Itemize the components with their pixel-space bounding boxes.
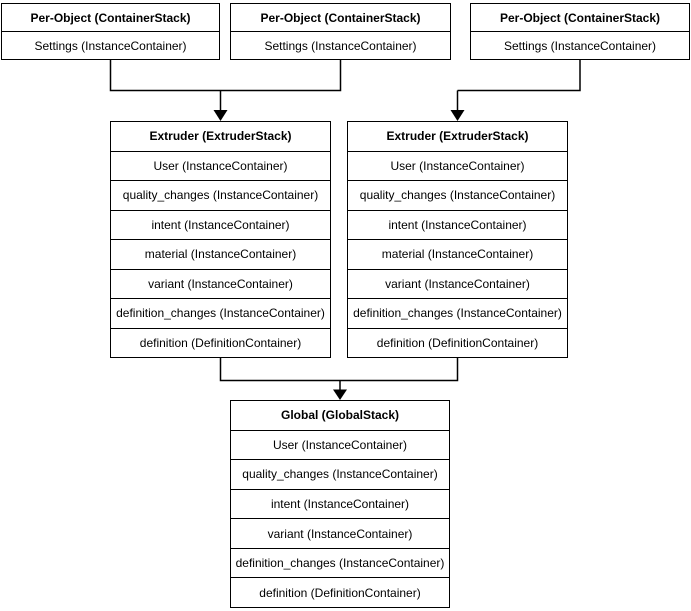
per-object-stack-2: Per-Object (ContainerStack) Settings (In…: [230, 3, 451, 60]
container-row: definition (DefinitionContainer): [348, 327, 567, 358]
per-object-stack-3: Per-Object (ContainerStack) Settings (In…: [470, 3, 690, 60]
edge-extruders-global: [219, 358, 459, 382]
container-row: User (InstanceContainer): [348, 150, 567, 181]
arrow-down-icon: [450, 110, 465, 121]
global-stack: Global (GlobalStack) User (InstanceConta…: [230, 400, 450, 608]
box-title: Extruder (ExtruderStack): [149, 129, 292, 144]
container-row: Settings (InstanceContainer): [231, 31, 450, 59]
extruder-stack-2: Extruder (ExtruderStack) User (InstanceC…: [347, 121, 568, 358]
container-row: quality_changes (InstanceContainer): [231, 459, 449, 489]
container-row: definition (DefinitionContainer): [231, 577, 449, 607]
box-title: Global (GlobalStack): [280, 408, 400, 423]
container-row: variant (InstanceContainer): [348, 268, 567, 299]
container-row: material (InstanceContainer): [111, 239, 330, 269]
container-row: User (InstanceContainer): [231, 429, 449, 460]
box-title: Extruder (ExtruderStack): [386, 129, 529, 144]
container-row: quality_changes (InstanceContainer): [348, 180, 567, 210]
edge-perobject3-extruder2: [457, 60, 581, 92]
container-row: quality_changes (InstanceContainer): [111, 180, 330, 210]
box-title: Per-Object (ContainerStack): [30, 10, 191, 25]
container-row: User (InstanceContainer): [111, 150, 330, 181]
container-row: variant (InstanceContainer): [231, 518, 449, 548]
arrow-down-icon: [213, 110, 228, 121]
container-row: material (InstanceContainer): [348, 239, 567, 269]
box-title: Per-Object (ContainerStack): [499, 10, 661, 25]
container-row: Settings (InstanceContainer): [2, 31, 219, 59]
container-row: definition_changes (InstanceContainer): [348, 298, 567, 328]
container-row: definition (DefinitionContainer): [111, 327, 330, 358]
container-row: definition_changes (InstanceContainer): [231, 547, 449, 578]
container-row: intent (InstanceContainer): [231, 488, 449, 519]
container-row: Settings (InstanceContainer): [471, 31, 689, 59]
container-row: intent (InstanceContainer): [348, 209, 567, 240]
container-row: variant (InstanceContainer): [111, 268, 330, 299]
container-row: definition_changes (InstanceContainer): [111, 298, 330, 328]
per-object-stack-1: Per-Object (ContainerStack) Settings (In…: [1, 3, 220, 60]
container-row: intent (InstanceContainer): [111, 209, 330, 240]
edge-perobject12-extruder1: [109, 60, 342, 92]
arrow-down-icon: [333, 389, 347, 400]
box-title: Per-Object (ContainerStack): [260, 10, 421, 25]
extruder-stack-1: Extruder (ExtruderStack) User (InstanceC…: [110, 121, 331, 358]
